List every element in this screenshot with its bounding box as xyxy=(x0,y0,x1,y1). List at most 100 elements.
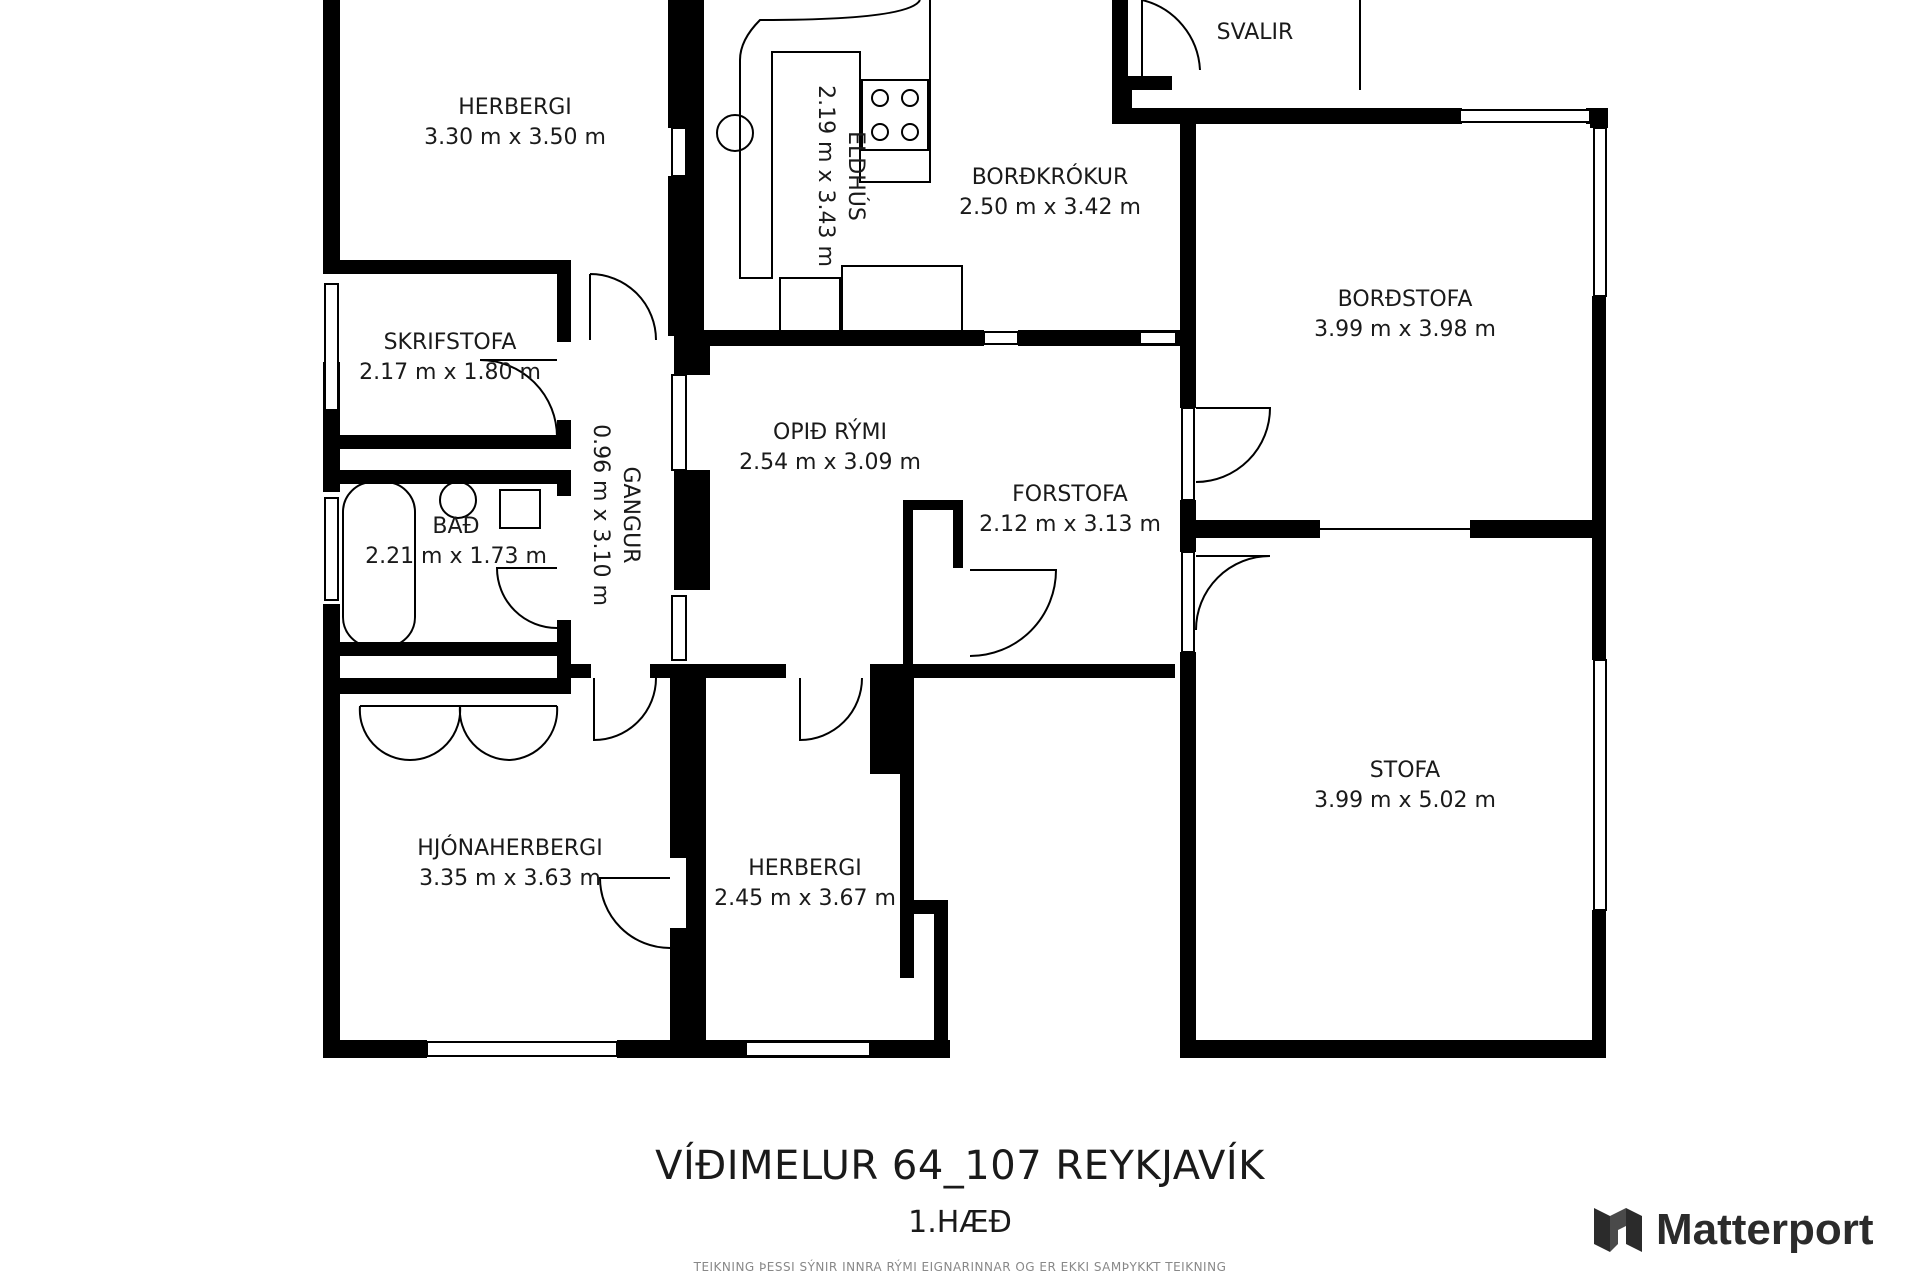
wall xyxy=(1594,108,1608,128)
wall xyxy=(323,260,571,274)
appliance xyxy=(779,277,841,333)
wall xyxy=(1112,76,1172,90)
doors xyxy=(479,0,1361,949)
room-dims: 3.99 m x 3.98 m xyxy=(1314,317,1496,342)
door-swing xyxy=(479,359,558,438)
brand: Matterport xyxy=(1590,1200,1874,1260)
wall xyxy=(900,678,914,978)
wall xyxy=(557,656,571,694)
window xyxy=(671,595,687,661)
window xyxy=(324,283,339,411)
door-swing xyxy=(598,877,671,949)
wall xyxy=(704,330,984,346)
wardrobe-doors xyxy=(358,705,559,762)
room-dims: 2.19 m x 3.43 m xyxy=(813,85,838,267)
door-swing xyxy=(1195,555,1271,631)
appliance xyxy=(841,265,963,333)
fixtures xyxy=(342,0,1470,762)
address-title: VÍÐIMELUR 64_107 REYKJAVÍK xyxy=(655,1143,1265,1189)
wall xyxy=(1470,520,1606,538)
window xyxy=(1181,407,1195,501)
wall xyxy=(1112,108,1462,124)
wall xyxy=(903,500,913,664)
wall xyxy=(323,1040,427,1058)
room-name: SKRIFSTOFA xyxy=(383,330,517,355)
wall xyxy=(1112,0,1128,90)
room-name: HERBERGI xyxy=(748,856,862,881)
room-svalir: SVALIR xyxy=(1200,18,1310,48)
wall xyxy=(323,678,571,694)
wall xyxy=(903,500,961,510)
wall xyxy=(323,0,340,270)
window xyxy=(324,497,339,601)
wall xyxy=(557,420,571,436)
window xyxy=(671,127,687,177)
wall xyxy=(1057,664,1175,678)
wall xyxy=(323,470,571,484)
room-opid-rymi: OPIÐ RÝMI 2.54 m x 3.09 m xyxy=(715,418,945,478)
room-name: FORSTOFA xyxy=(1012,482,1128,507)
room-bordkrokur: BORÐKRÓKUR 2.50 m x 3.42 m xyxy=(930,163,1170,223)
window xyxy=(1139,331,1177,345)
window xyxy=(1593,659,1607,911)
room-name: STOFA xyxy=(1369,758,1441,783)
door-swing xyxy=(969,569,1058,657)
wall xyxy=(1180,652,1196,1058)
door-swing xyxy=(1195,407,1272,483)
floor-label: 1.HÆÐ xyxy=(908,1205,1012,1240)
room-name: ELDHÚS xyxy=(843,131,868,221)
door-swing xyxy=(593,677,657,742)
wall xyxy=(323,642,571,656)
door-swing xyxy=(589,273,657,341)
room-gangur: GANGUR 0.96 m x 3.10 m xyxy=(585,410,645,620)
wall xyxy=(686,0,704,372)
room-dims: 2.45 m x 3.67 m xyxy=(714,886,896,911)
matterport-logo-icon xyxy=(1594,1208,1642,1252)
wall xyxy=(1180,520,1320,538)
wall xyxy=(571,664,591,678)
brand-name: Matterport xyxy=(1656,1205,1874,1254)
room-name: GANGUR xyxy=(618,466,643,564)
room-name: BAÐ xyxy=(432,514,480,539)
window xyxy=(1459,109,1591,123)
window xyxy=(426,1041,618,1057)
room-name: SVALIR xyxy=(1216,20,1294,45)
window xyxy=(1181,551,1195,653)
room-dims: 2.21 m x 1.73 m xyxy=(365,544,547,569)
door-swing xyxy=(495,567,558,629)
basin-icon xyxy=(439,481,477,519)
stove-icon xyxy=(861,79,929,151)
room-name: BORÐKRÓKUR xyxy=(971,165,1129,190)
room-forstofa: FORSTOFA 2.12 m x 3.13 m xyxy=(960,480,1180,540)
wall xyxy=(674,470,710,590)
wall xyxy=(953,500,963,568)
window xyxy=(671,374,687,471)
windows xyxy=(324,109,1607,1057)
room-dims: 2.12 m x 3.13 m xyxy=(979,512,1161,537)
room-herbergi-top: HERBERGI 3.30 m x 3.50 m xyxy=(400,93,630,153)
room-stofa: STOFA 3.99 m x 5.02 m xyxy=(1290,756,1520,816)
wall xyxy=(1180,1040,1606,1058)
room-dims: 3.35 m x 3.63 m xyxy=(419,866,601,891)
room-dims: 0.96 m x 3.10 m xyxy=(588,424,613,606)
kitchen-counter-outline xyxy=(739,0,931,279)
window xyxy=(1593,127,1607,297)
door-swing xyxy=(799,677,863,742)
room-name: BORÐSTOFA xyxy=(1337,287,1473,312)
room-dims: 2.50 m x 3.42 m xyxy=(959,195,1141,220)
window xyxy=(745,1041,871,1057)
room-bad: BAÐ 2.21 m x 1.73 m xyxy=(356,512,556,572)
wall xyxy=(1180,108,1196,408)
wall xyxy=(1592,296,1606,660)
room-dims: 3.30 m x 3.50 m xyxy=(424,125,606,150)
sink-icon xyxy=(716,114,754,152)
room-dims: 2.17 m x 1.80 m xyxy=(359,360,541,385)
room-name: OPIÐ RÝMI xyxy=(773,420,887,445)
walls xyxy=(323,0,1608,1058)
door-swing xyxy=(1141,0,1201,76)
wall xyxy=(557,260,571,342)
room-bordstofa: BORÐSTOFA 3.99 m x 3.98 m xyxy=(1290,285,1520,345)
wall xyxy=(557,470,571,496)
room-hjonaherbergi: HJÓNAHERBERGI 3.35 m x 3.63 m xyxy=(395,834,625,894)
wall xyxy=(323,435,571,449)
